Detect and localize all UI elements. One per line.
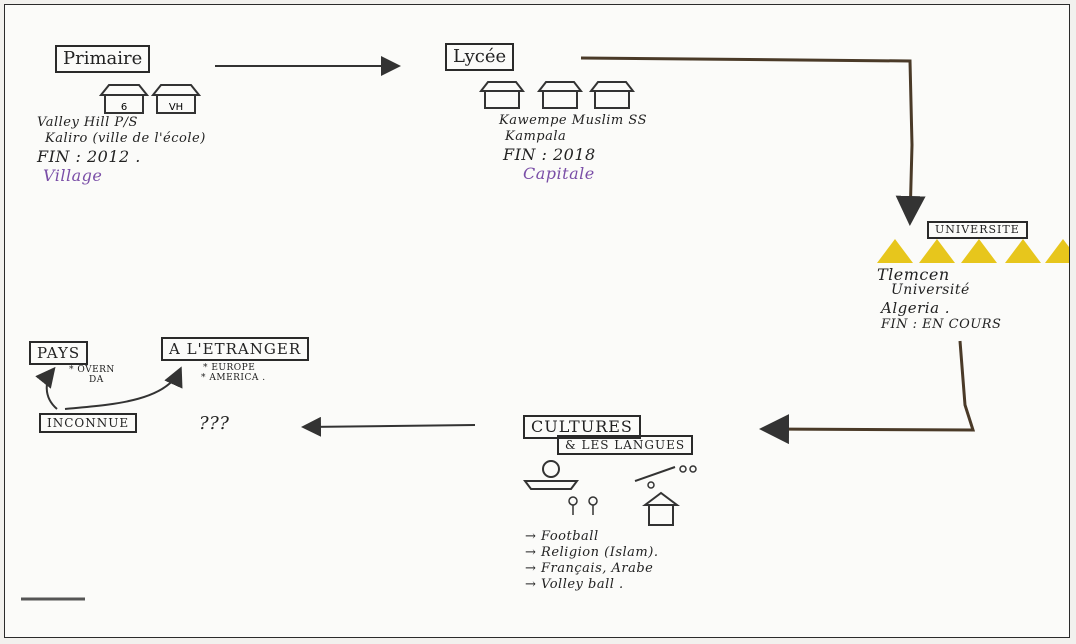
lycee-title: Lycée	[445, 43, 515, 71]
school-house-icon	[479, 81, 525, 109]
lycee-school: Kawempe Muslim SS	[499, 113, 647, 128]
primaire-fin: FIN : 2012 .	[37, 147, 141, 166]
house1-label: 6	[121, 102, 127, 113]
etranger-box: A L'ETRANGER	[161, 337, 310, 361]
triangle-icon	[877, 239, 913, 263]
pays-note-2: DA	[89, 375, 104, 385]
cultures-subtitle: & LES LANGUES	[557, 435, 694, 455]
mosque-icon	[642, 491, 680, 526]
volleyball-icon	[634, 465, 697, 489]
pays-note-1: * OVERN	[69, 365, 115, 375]
universite-country: Algeria .	[881, 299, 951, 317]
primaire-city: Kaliro (ville de l'école)	[45, 131, 206, 146]
inconnue-box: INCONNUE	[39, 413, 138, 433]
primaire-school: Valley Hill P/S	[37, 115, 138, 130]
triangle-icon	[961, 239, 997, 263]
primaire-title: Primaire	[55, 45, 151, 73]
universite-city: Tlemcen	[877, 265, 950, 284]
etranger-note-1: * EUROPE	[203, 363, 256, 373]
arrow-lycee-to-universite	[580, 56, 926, 226]
triangle-icon	[919, 239, 955, 263]
school-house-icon	[537, 81, 583, 109]
universite-line2: Université	[891, 282, 970, 298]
pays-box: PAYS	[29, 341, 89, 365]
triangle-icon	[1005, 239, 1041, 263]
curve-to-etranger	[64, 366, 183, 410]
arrow-cultures-to-inconnue	[301, 416, 476, 437]
question-marks: ???	[199, 413, 230, 434]
school-house-icon: VH	[151, 84, 201, 114]
universite-fin: FIN : EN COURS	[881, 317, 1002, 332]
cultures-title: CULTURES	[523, 415, 641, 439]
sketch-frame: Primaire 6 VH Valley Hill P/S Kaliro (vi…	[4, 4, 1070, 638]
triangle-icon	[1045, 239, 1069, 263]
cultures-item-3: → Français, Arabe	[525, 561, 654, 576]
football-tv-icon	[523, 460, 579, 490]
etranger-note-2: * AMERICA .	[201, 373, 266, 383]
lycee-city: Kampala	[505, 129, 567, 144]
cultures-item-1: → Football	[525, 529, 599, 544]
cultures-item-4: → Volley ball .	[525, 577, 624, 592]
universite-title: UNIVERSITE	[927, 221, 1028, 239]
lycee-place: Capitale	[523, 164, 595, 183]
school-house-icon: 6	[99, 84, 149, 114]
school-house-icon	[589, 81, 635, 109]
lycee-fin: FIN : 2018	[503, 145, 596, 164]
primaire-place: Village	[43, 166, 103, 185]
people-icon	[568, 496, 598, 515]
house2-label: VH	[169, 102, 183, 113]
cultures-item-2: → Religion (Islam).	[525, 545, 659, 560]
connector-lines	[21, 56, 976, 601]
arrow-universite-to-cultures	[759, 340, 976, 445]
curve-to-pays	[35, 366, 58, 410]
